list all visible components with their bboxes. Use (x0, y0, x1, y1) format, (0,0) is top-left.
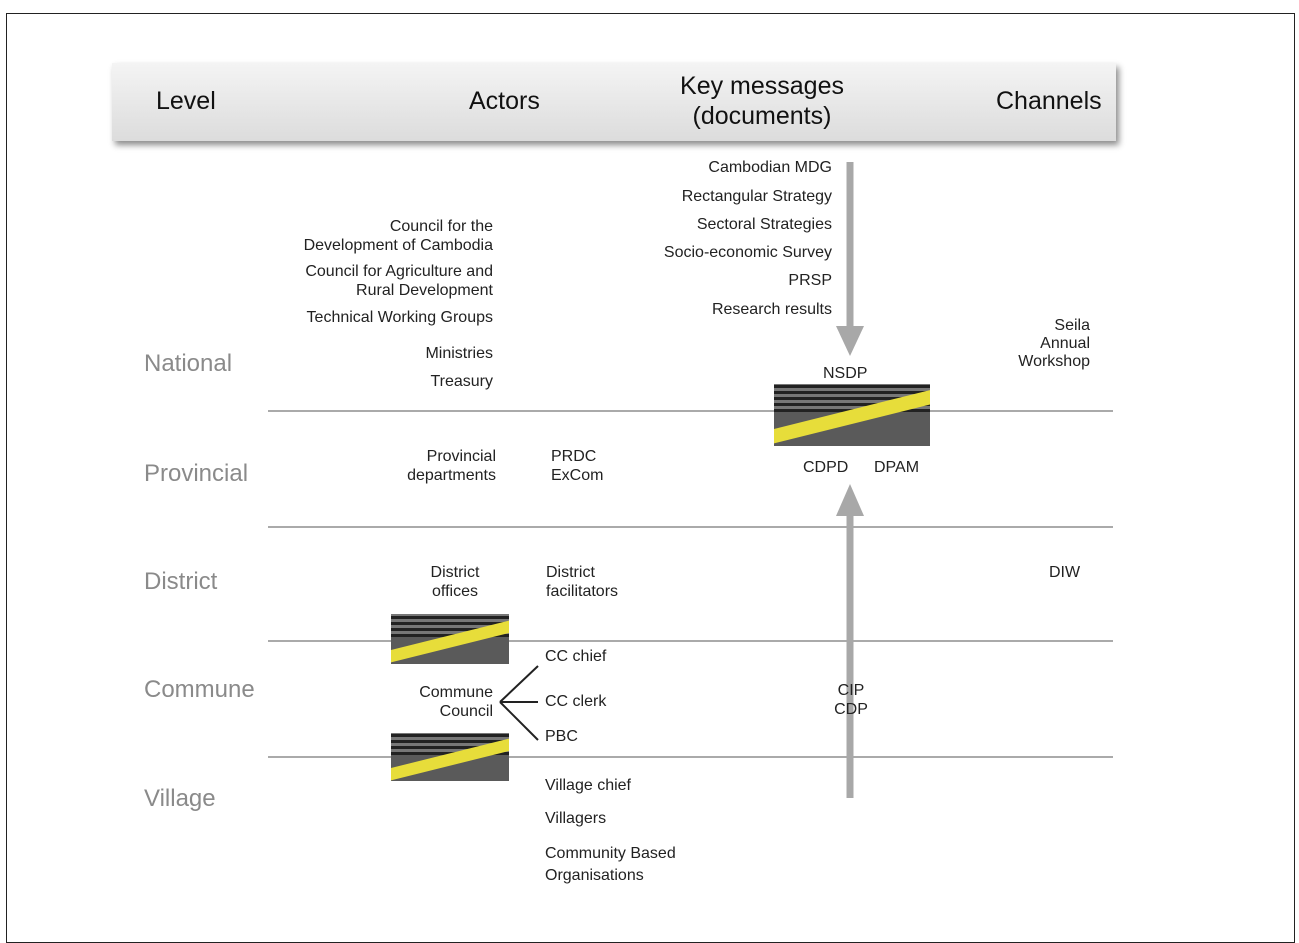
level-village: Village (144, 785, 216, 812)
header-bar: Level Actors Key messages (documents) Ch… (112, 63, 1116, 141)
caution-tape-image (774, 384, 930, 446)
actor-village-chief: Village chief (545, 777, 631, 794)
branch-pbc (499, 701, 539, 741)
document-item: Research results (711, 301, 832, 318)
separator-commune-village (268, 756, 1113, 758)
branch-cc-chief (499, 665, 539, 703)
caution-tape-image (391, 733, 509, 781)
actor-pbc: PBC (545, 728, 578, 745)
header-actors: Actors (469, 87, 540, 115)
level-national: National (144, 350, 233, 377)
separator-district-commune (268, 640, 1113, 642)
arrow-down-head (836, 326, 864, 356)
document-cdpd: CDPD (803, 459, 849, 476)
document-item: Cambodian MDG (708, 159, 832, 176)
document-nsdp: NSDP (823, 365, 868, 382)
header-channels: Channels (996, 87, 1102, 115)
actor-villagers: Villagers (545, 810, 607, 827)
document-dpam: DPAM (874, 459, 920, 476)
document-item: PRSP (788, 272, 832, 289)
actor-treasury: Treasury (430, 373, 493, 390)
header-key-messages: Key messages (documents) (680, 72, 844, 130)
level-commune: Commune (144, 676, 255, 703)
document-item: Sectoral Strategies (696, 216, 832, 233)
actor-cc-chief: CC chief (545, 648, 607, 665)
header-level: Level (156, 87, 216, 115)
channel-diw: DIW (1049, 564, 1081, 581)
separator-provincial-district (268, 526, 1113, 528)
caution-tape-image (391, 614, 509, 664)
arrow-up-head (836, 484, 864, 516)
document-item: Socio-economic Survey (663, 244, 832, 261)
actor-ministries: Ministries (425, 345, 493, 362)
separator-national-provincial (268, 410, 1113, 412)
document-item: Rectangular Strategy (681, 188, 832, 205)
level-district: District (144, 568, 218, 595)
level-provincial: Provincial (144, 460, 249, 487)
actor-twg: Technical Working Groups (306, 309, 493, 326)
actor-cc-clerk: CC clerk (545, 693, 607, 710)
